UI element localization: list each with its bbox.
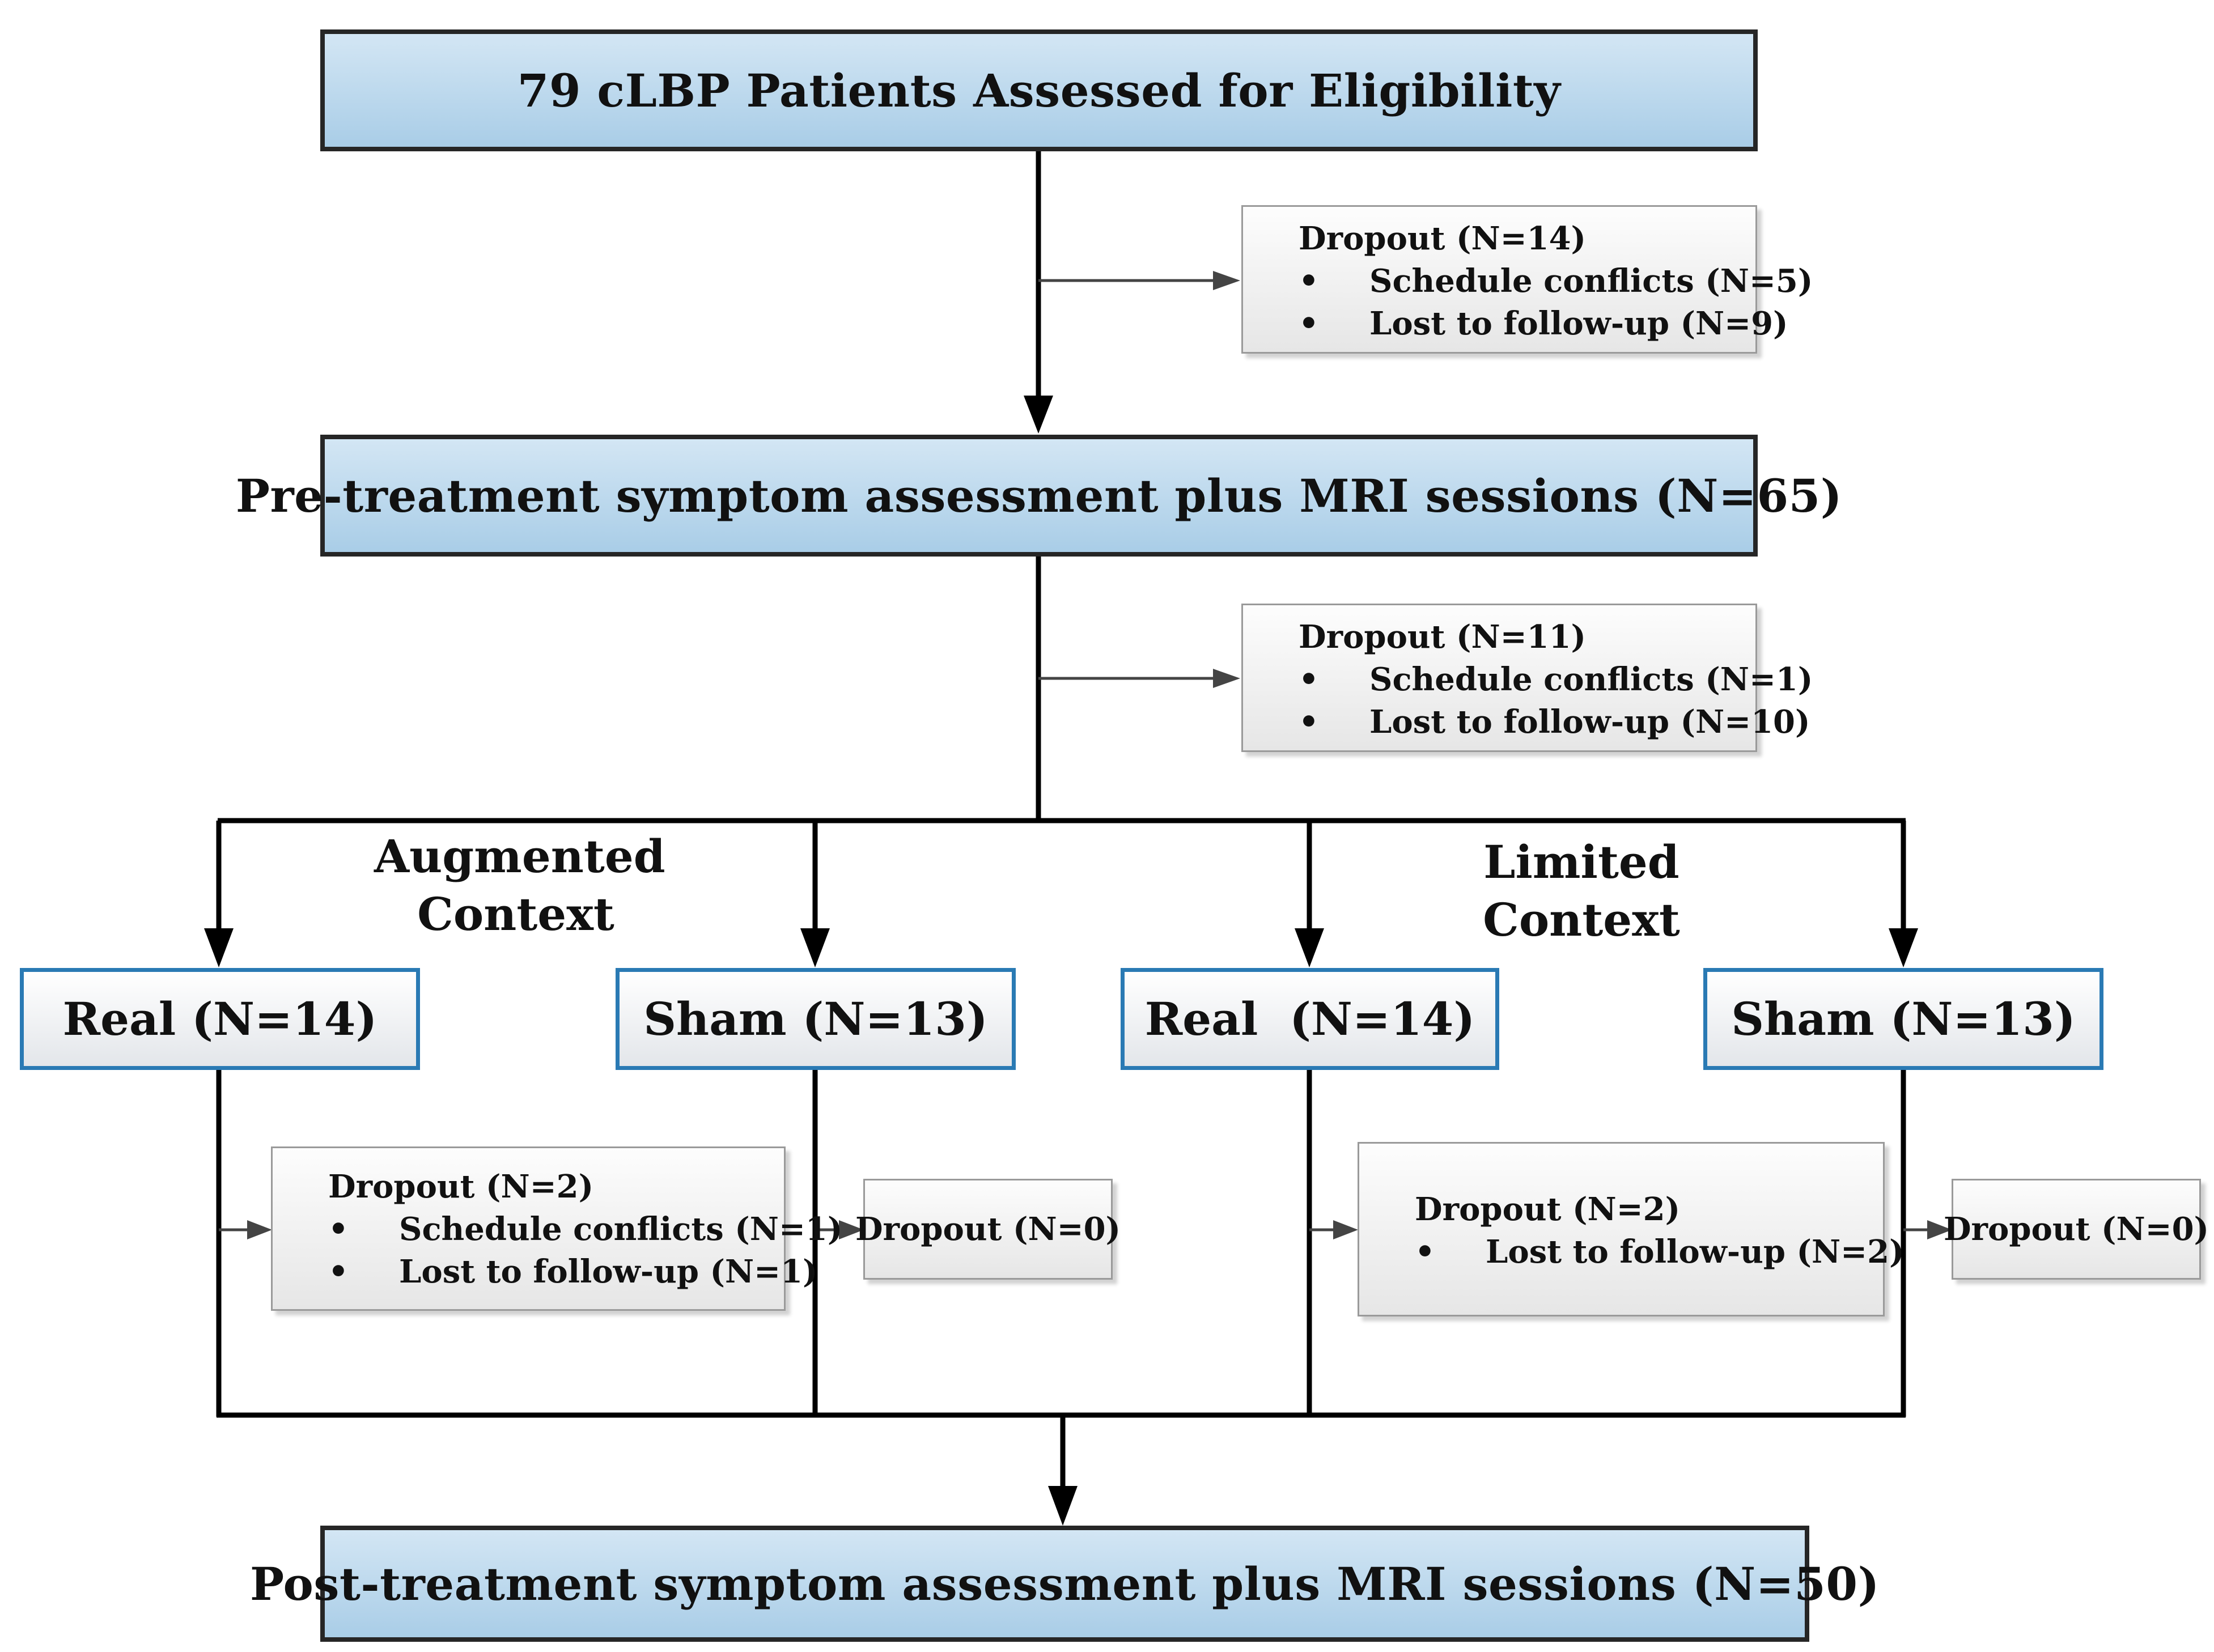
arrowhead-dropout-2: [1213, 669, 1240, 688]
dropout-title: Dropout (N=2): [1415, 1191, 1681, 1228]
dropout-item-label: Lost to follow-up (N=9): [1369, 305, 1788, 342]
bullet-icon: •: [328, 1253, 349, 1290]
dropout-item: • Schedule conflicts (N=1): [328, 1213, 842, 1245]
arrowhead-group-2: [800, 928, 830, 967]
dropout-title: Dropout (N=0): [1943, 1211, 2209, 1248]
dropout-item: • Schedule conflicts (N=5): [1299, 265, 1813, 297]
dropout-title: Dropout (N=0): [855, 1211, 1121, 1248]
limited-line-2: Context: [1483, 893, 1680, 946]
group-label: Sham (N=13): [643, 992, 988, 1046]
group-box-limited-real: Real (N=14): [1121, 968, 1499, 1070]
arrowhead-group-1: [204, 928, 234, 967]
bullet-icon: •: [1299, 262, 1319, 300]
dropout-item-label: Schedule conflicts (N=1): [1369, 661, 1813, 698]
group-box-augmented-real: Real (N=14): [20, 968, 420, 1070]
dropout-item-label: Lost to follow-up (N=10): [1369, 703, 1810, 741]
dropout-item-label: Lost to follow-up (N=1): [399, 1253, 818, 1290]
dropout-item: • Lost to follow-up (N=2): [1415, 1236, 1905, 1268]
eligibility-label: 79 cLBP Patients Assessed for Eligibilit…: [517, 63, 1561, 117]
arrowhead-pre: [1024, 396, 1053, 434]
post-treatment-label: Post-treatment symptom assessment plus M…: [250, 1557, 1880, 1611]
dropout-item-label: Schedule conflicts (N=5): [1369, 262, 1813, 300]
augmented-line-2: Context: [417, 887, 614, 941]
arrowhead-group-dropout-2: [839, 1220, 864, 1239]
dropout-item: • Lost to follow-up (N=10): [1299, 706, 1810, 738]
pre-treatment-box: Pre-treatment symptom assessment plus MR…: [236, 435, 1842, 557]
bullet-icon: •: [328, 1211, 349, 1248]
group-box-limited-sham: Sham (N=13): [1703, 968, 2103, 1070]
bullet-icon: •: [1415, 1233, 1435, 1271]
group-dropout-box-1: Dropout (N=2) • Schedule conflicts (N=1)…: [271, 1146, 842, 1311]
limited-line-1: Limited: [1483, 835, 1679, 889]
dropout-item: • Lost to follow-up (N=1): [328, 1256, 818, 1288]
arrowhead-dropout-1: [1213, 271, 1240, 290]
arrowhead-group-dropout-3: [1333, 1220, 1358, 1239]
dropout-box-1: Dropout (N=14) • Schedule conflicts (N=5…: [1241, 205, 1813, 354]
group-dropout-box-2: Dropout (N=0): [855, 1179, 1121, 1280]
dropout-item: • Lost to follow-up (N=9): [1299, 308, 1788, 339]
dropout-title: Dropout (N=2): [328, 1168, 594, 1205]
eligibility-box: 79 cLBP Patients Assessed for Eligibilit…: [320, 29, 1758, 151]
arrowhead-group-3: [1295, 928, 1324, 967]
dropout-item-label: Schedule conflicts (N=1): [399, 1211, 843, 1248]
augmented-line-1: Augmented: [374, 830, 665, 883]
group-dropout-box-3: Dropout (N=2) • Lost to follow-up (N=2): [1358, 1142, 1905, 1316]
bullet-icon: •: [1299, 703, 1319, 741]
group-label: Real (N=14): [1144, 992, 1475, 1046]
arrowhead-group-4: [1889, 928, 1918, 967]
bullet-icon: •: [1299, 661, 1319, 698]
post-treatment-box: Post-treatment symptom assessment plus M…: [250, 1526, 1879, 1642]
pre-treatment-label: Pre-treatment symptom assessment plus MR…: [235, 469, 1843, 523]
arrowhead-group-dropout-4: [1927, 1220, 1952, 1239]
dropout-title: Dropout (N=14): [1299, 220, 1587, 257]
dropout-item-label: Lost to follow-up (N=2): [1486, 1233, 1905, 1271]
group-box-augmented-sham: Sham (N=13): [616, 968, 1016, 1070]
group-dropout-box-4: Dropout (N=0): [1944, 1179, 2209, 1280]
bullet-icon: •: [1299, 305, 1319, 342]
augmented-context-label: Augmented Context: [374, 827, 665, 943]
arrowhead-post: [1048, 1486, 1078, 1526]
group-label: Real (N=14): [62, 992, 378, 1046]
dropout-title: Dropout (N=11): [1299, 618, 1587, 656]
dropout-box-2: Dropout (N=11) • Schedule conflicts (N=1…: [1241, 604, 1813, 752]
arrowhead-group-dropout-1: [247, 1220, 272, 1239]
limited-context-label: Limited Context: [1451, 833, 1712, 949]
dropout-item: • Schedule conflicts (N=1): [1299, 664, 1813, 695]
group-label: Sham (N=13): [1731, 992, 2076, 1046]
